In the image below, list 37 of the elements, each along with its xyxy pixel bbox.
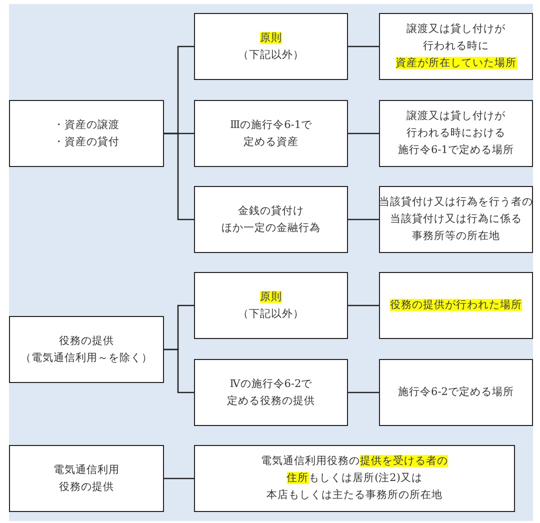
process-box [379, 359, 533, 426]
box-label: 原則 [260, 30, 282, 46]
connector-line [348, 132, 379, 134]
process-box [9, 100, 164, 167]
process-box [9, 316, 164, 383]
box-label: 施行令6-2で定める場所 [398, 385, 514, 400]
box-label: 譲渡又は貸し付けが行われる時に資産が所在していた場所 [396, 22, 516, 71]
box-label: 当該貸付け又は行為を行う者の当該貸付け又は行為に係る事務所等の所在地 [379, 195, 533, 244]
process-box [379, 13, 533, 80]
process-box [379, 186, 533, 253]
connector-line [164, 132, 194, 220]
process-box [194, 445, 515, 512]
connector-line [164, 478, 194, 480]
box-label: 電気通信利用役務の提供 [54, 462, 120, 494]
process-box [194, 359, 348, 426]
box-label: Ⅳの施行令6-2で定める役務の提供 [227, 376, 315, 408]
connector-line [348, 392, 379, 394]
connector-line [348, 304, 379, 306]
box-label: 金銭の貸付けほか一定の金融行為 [222, 204, 320, 236]
process-box [194, 13, 348, 80]
process-box [194, 100, 348, 167]
connector-line [164, 348, 194, 394]
box-label: Ⅲの施行令6-1で定める資産 [230, 118, 312, 150]
connector-line [348, 218, 379, 220]
process-box [379, 100, 533, 167]
box-label: （下記以外） [238, 306, 304, 322]
box-label: ・資産の譲渡・資産の貸付 [54, 118, 120, 150]
box-label: 役務の提供（電気通信利用～を除く） [20, 334, 152, 366]
box-label: （下記以外） [238, 48, 304, 62]
process-box [194, 272, 348, 339]
box-label: 譲渡又は貸し付けが行われる時における施行令6-1で定める場所 [398, 109, 514, 158]
process-box [379, 272, 533, 339]
box-label: 原則 [260, 290, 282, 304]
box-label: 役務の提供が行われた場所 [390, 298, 522, 313]
process-box [9, 445, 164, 512]
connector-line [348, 46, 379, 48]
process-box [194, 186, 348, 253]
